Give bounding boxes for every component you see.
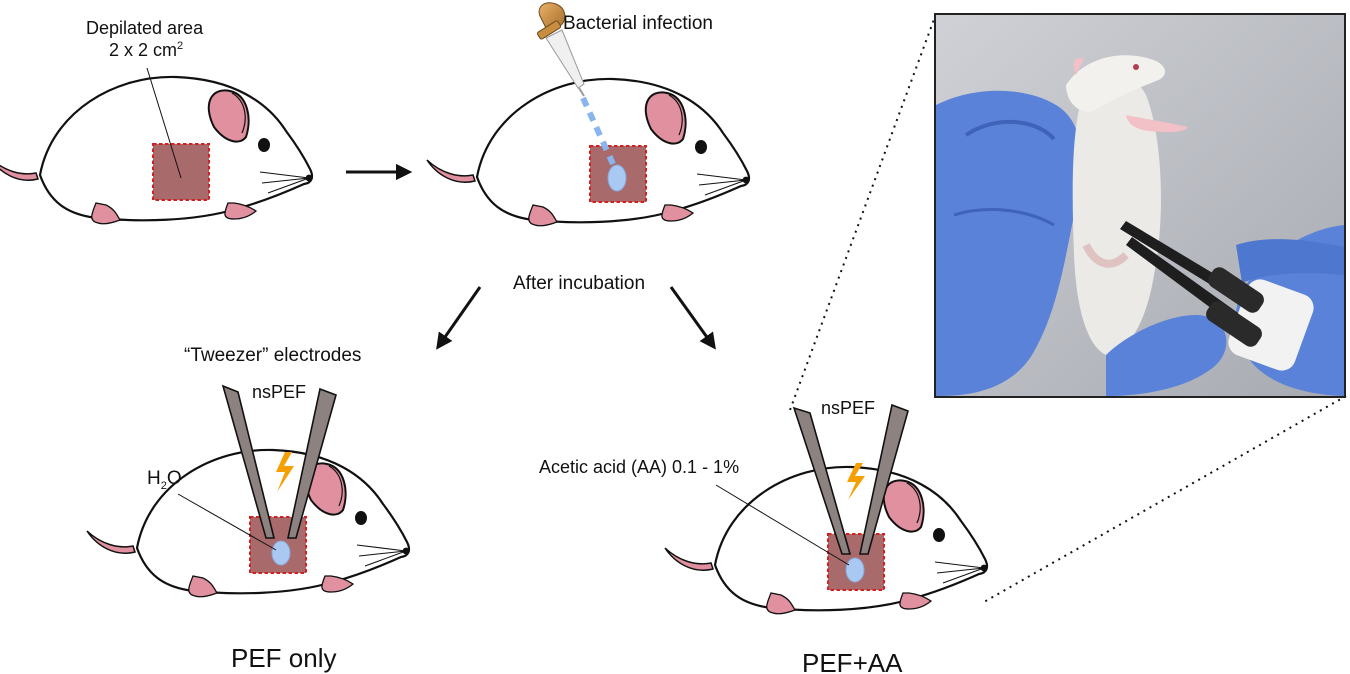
nspef-label-left: nsPEF	[252, 382, 307, 402]
water-label: H2O	[147, 468, 182, 492]
dropper-icon	[536, 2, 585, 97]
lightning-bolt-icon	[276, 452, 294, 492]
arrow-to-pef-only	[436, 286, 482, 350]
group-pef-aa-label: PEF+AA	[802, 648, 903, 674]
acetic-acid-label: Acetic acid (AA) 0.1 - 1%	[539, 457, 740, 477]
tweezer-electrodes-right	[792, 403, 909, 555]
tweezer-electrodes-left	[221, 384, 337, 539]
zoom-line-top	[789, 13, 937, 411]
group-pef-only-label: PEF only	[231, 643, 337, 673]
bacterial-infection-label: Bacterial infection	[563, 13, 713, 34]
after-incubation-label: After incubation	[513, 273, 646, 294]
treatment-photo	[934, 13, 1346, 398]
water-drop	[271, 540, 291, 566]
leader-water	[177, 493, 277, 551]
drip-line	[580, 96, 616, 166]
arrow-to-pef-aa	[669, 286, 716, 350]
area-size-label: 2 x 2 cm2	[109, 40, 184, 60]
photo-illustration	[936, 15, 1344, 396]
zoom-line-bottom	[983, 395, 1347, 603]
depilated-area-label: Depilated area	[86, 18, 204, 38]
acid-drop	[845, 557, 865, 583]
leader-depilated	[146, 67, 182, 179]
lightning-bolt-icon	[847, 463, 865, 500]
bacteria-drop	[607, 164, 627, 192]
leader-acid	[715, 484, 850, 566]
tweezer-electrodes-label: “Tweezer” electrodes	[184, 345, 362, 366]
mouse-infected	[425, 77, 751, 227]
nspef-label-right: nsPEF	[821, 398, 876, 418]
